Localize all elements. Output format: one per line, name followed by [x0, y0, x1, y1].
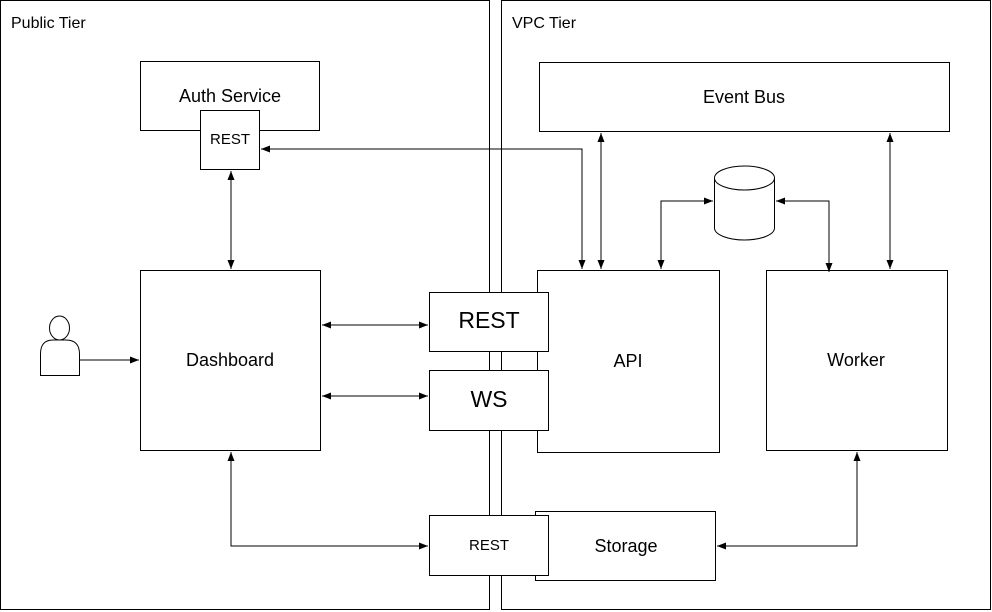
storage-label: Storage — [594, 536, 657, 556]
public-tier-label: Public Tier — [11, 15, 86, 32]
worker-label: Worker — [827, 350, 885, 370]
rest-gateway-label: REST — [458, 307, 519, 333]
edge-worker-storage — [717, 452, 861, 550]
auth-rest-label: REST — [210, 131, 250, 148]
ws-gateway-box — [429, 370, 549, 431]
dashboard-label: Dashboard — [186, 350, 274, 370]
auth-rest-box — [200, 110, 260, 170]
worker-box — [766, 270, 948, 451]
api-label: API — [613, 351, 642, 371]
edge-api-database — [657, 197, 713, 269]
api-box — [537, 270, 720, 453]
api-node[interactable]: API — [537, 270, 720, 453]
storage-rest-box — [429, 515, 549, 576]
storage-rest-port[interactable]: REST — [429, 515, 549, 576]
ws-gateway-port[interactable]: WS — [429, 370, 549, 431]
event-bus-label: Event Bus — [703, 87, 785, 107]
worker-node[interactable]: Worker — [766, 270, 948, 451]
edge-database-worker — [776, 197, 833, 272]
edge-auth-api — [261, 145, 586, 269]
event-bus-node[interactable]: Event Bus — [539, 62, 950, 132]
ws-gateway-label: WS — [470, 386, 507, 412]
storage-rest-label: REST — [469, 537, 509, 554]
rest-gateway-box — [429, 292, 549, 352]
dashboard-node[interactable]: Dashboard — [140, 270, 321, 451]
storage-box — [535, 511, 716, 581]
rest-gateway-port[interactable]: REST — [429, 292, 549, 352]
edge-dashboard-storage — [227, 452, 428, 550]
event-bus-box — [539, 62, 950, 132]
storage-node[interactable]: Storage — [535, 511, 716, 581]
user-icon — [40, 315, 80, 376]
database-icon — [714, 165, 775, 241]
vpc-tier-label: VPC Tier — [512, 15, 577, 32]
dashboard-box — [140, 270, 321, 451]
auth-service-label: Auth Service — [179, 86, 281, 106]
auth-rest-port[interactable]: REST — [200, 110, 260, 170]
